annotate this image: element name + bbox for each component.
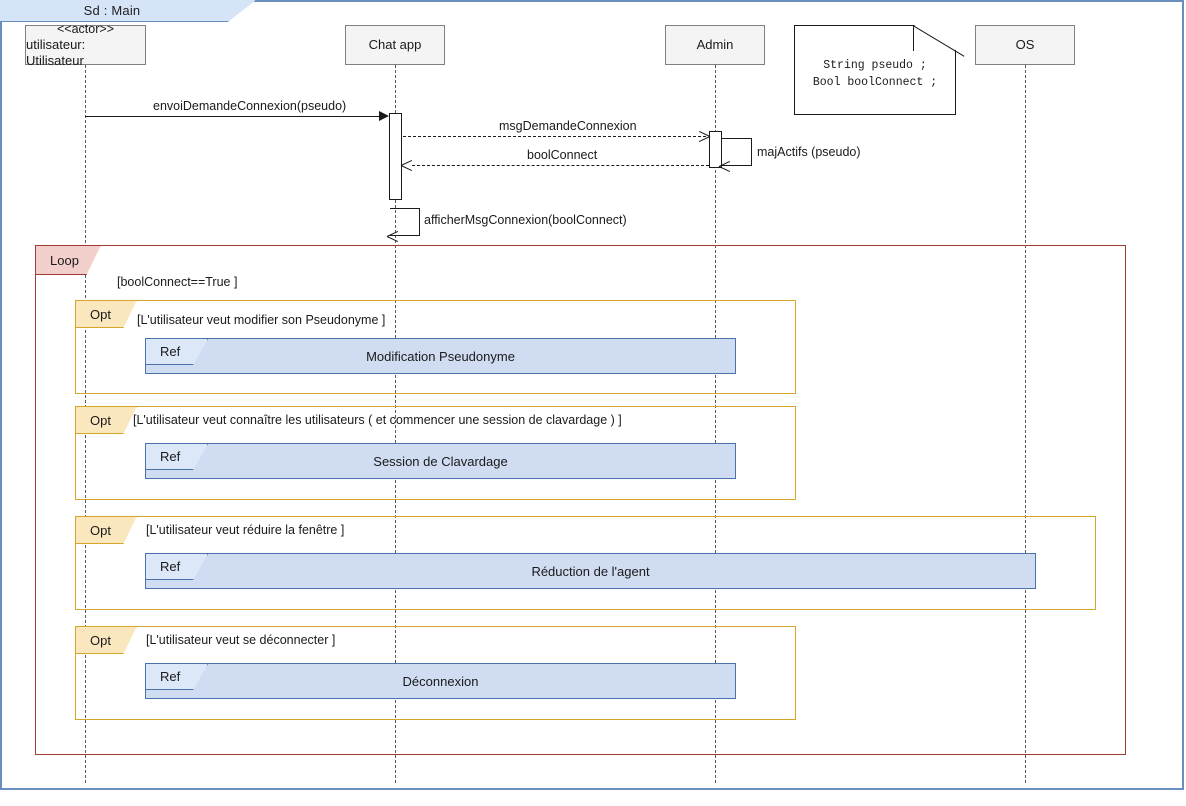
ref-block-4[interactable]: Déconnexion Ref — [145, 663, 736, 699]
arrow-head-msgDemandeConnexion-icon — [698, 131, 709, 142]
ref-block-3-label: Réduction de l'agent — [531, 563, 650, 579]
lifeline-label-utilisateur: utilisateur: Utilisateur — [26, 37, 86, 68]
lifeline-head-utilisateur[interactable]: <<actor>> utilisateur: Utilisateur — [25, 22, 146, 68]
arrow-head-envoiDemandeConnexion-icon — [379, 111, 389, 121]
sequence-diagram-frame — [0, 0, 1184, 790]
diagram-name-tab: Sd : Main — [0, 0, 256, 22]
ref-block-1[interactable]: Modification Pseudonyme Ref — [145, 338, 736, 374]
lifeline-label-os: OS — [1015, 37, 1035, 52]
ref-block-3[interactable]: Réduction de l'agent Ref — [145, 553, 1036, 589]
arrow-head-majActifs-icon — [719, 161, 730, 172]
ref-block-4-label: Déconnexion — [402, 673, 479, 689]
activation-chat-app — [389, 113, 402, 200]
ref-block-3-tag: Ref — [146, 554, 208, 580]
note-declarations: String pseudo ; Bool boolConnect ; — [794, 25, 956, 115]
activation-admin — [709, 131, 722, 168]
ref-block-4-tag: Ref — [146, 664, 208, 690]
lifeline-head-chat-app[interactable]: Chat app — [345, 25, 445, 65]
ref-block-2[interactable]: Session de Clavardage Ref — [145, 443, 736, 479]
message-label-majActifs: majActifs (pseudo) — [757, 145, 861, 159]
fragment-opt-1[interactable] — [75, 300, 796, 394]
message-line-boolConnect — [412, 165, 709, 166]
lifeline-head-admin[interactable]: Admin — [665, 25, 765, 65]
fragment-opt-1-guard: [L'utilisateur veut modifier son Pseudon… — [137, 313, 386, 327]
self-message-bracket-afficherMsgConnexion — [390, 208, 420, 236]
fragment-opt-2[interactable] — [75, 406, 796, 500]
ref-block-1-tag: Ref — [146, 339, 208, 365]
message-line-msgDemandeConnexion — [403, 136, 706, 137]
fragment-opt-3[interactable] — [75, 516, 1096, 610]
lifeline-head-os[interactable]: OS — [975, 25, 1075, 65]
message-label-afficherMsgConnexion: afficherMsgConnexion(boolConnect) — [424, 213, 627, 227]
actor-stereotype: <<actor>> — [57, 22, 114, 36]
arrow-head-boolConnect-icon — [401, 160, 412, 171]
message-label-msgDemandeConnexion: msgDemandeConnexion — [499, 119, 637, 133]
fragment-loop-guard: [boolConnect==True ] — [117, 275, 238, 289]
lifeline-label-chat-app: Chat app — [368, 37, 422, 52]
lifeline-label-admin: Admin — [696, 37, 734, 52]
arrow-head-afficherMsgConnexion-icon — [387, 231, 398, 242]
ref-block-2-label: Session de Clavardage — [373, 453, 508, 469]
lifeline-os — [1025, 65, 1026, 783]
ref-block-2-tag: Ref — [146, 444, 208, 470]
fragment-opt-4[interactable] — [75, 626, 796, 720]
fragment-opt-2-guard: [L'utilisateur veut connaître les utilis… — [133, 413, 622, 427]
lifeline-chat-app — [395, 65, 396, 783]
self-message-bracket-majActifs — [722, 138, 752, 166]
message-label-boolConnect: boolConnect — [527, 148, 598, 162]
diagram-title: Sd : Main — [83, 3, 141, 18]
fragment-opt-3-guard: [L'utilisateur veut réduire la fenêtre ] — [146, 523, 345, 537]
fragment-opt-4-guard: [L'utilisateur veut se déconnecter ] — [146, 633, 336, 647]
ref-block-1-label: Modification Pseudonyme — [366, 348, 515, 364]
message-line-envoiDemandeConnexion — [85, 116, 379, 117]
note-line-1: String pseudo ; — [823, 59, 927, 72]
lifeline-admin — [715, 65, 716, 783]
message-label-envoiDemandeConnexion: envoiDemandeConnexion(pseudo) — [153, 99, 347, 113]
note-line-2: Bool boolConnect ; — [812, 76, 938, 89]
note-text: String pseudo ; Bool boolConnect ; — [794, 57, 956, 91]
fragment-loop[interactable] — [35, 245, 1126, 755]
note-fold-corner — [913, 25, 956, 51]
